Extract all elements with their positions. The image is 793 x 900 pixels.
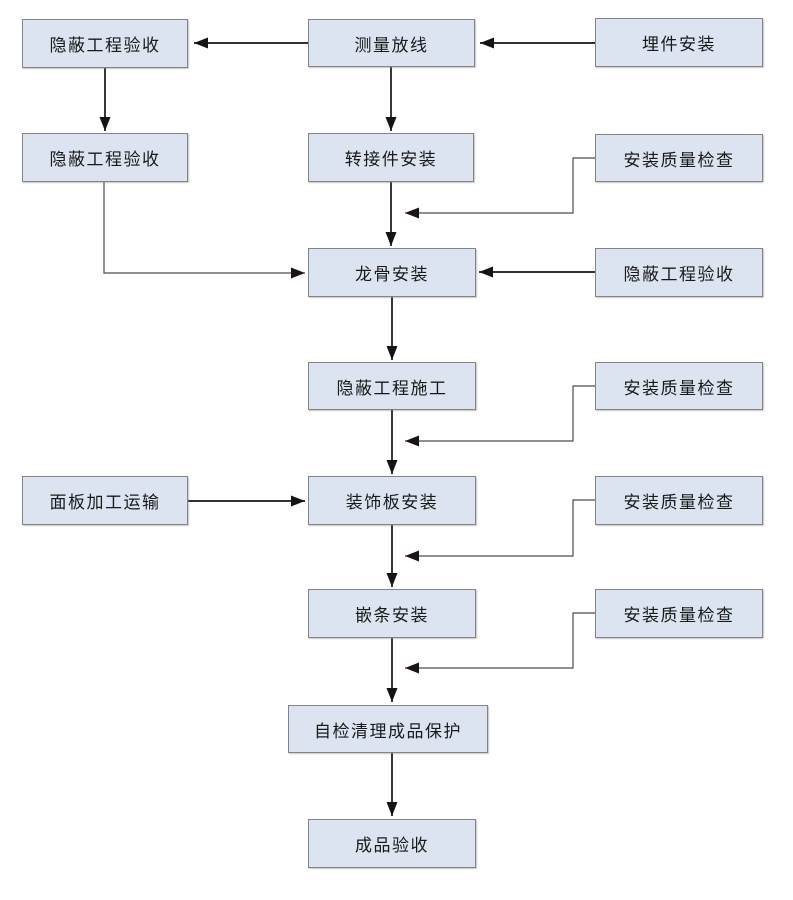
node-embedded-parts-install: 埋件安装 bbox=[595, 18, 763, 67]
node-install-quality-check-3: 安装质量检查 bbox=[595, 476, 763, 525]
node-hidden-works-acceptance-2: 隐蔽工程验收 bbox=[22, 133, 188, 182]
node-measurement-line-layout: 测量放线 bbox=[308, 19, 475, 67]
node-hidden-works-acceptance-3: 隐蔽工程验收 bbox=[595, 248, 763, 297]
node-keel-install: 龙骨安装 bbox=[308, 248, 476, 297]
node-finished-product-acceptance: 成品验收 bbox=[308, 819, 476, 868]
node-install-quality-check-1: 安装质量检查 bbox=[595, 134, 763, 182]
edge-quality-check-2-elbow bbox=[405, 385, 595, 447]
node-adapter-install: 转接件安装 bbox=[308, 133, 474, 182]
node-install-quality-check-2: 安装质量检查 bbox=[595, 362, 763, 410]
node-decorative-board-install: 装饰板安装 bbox=[308, 476, 476, 525]
node-insert-strip-install: 嵌条安装 bbox=[308, 589, 476, 638]
node-panel-processing-transport: 面板加工运输 bbox=[22, 476, 188, 525]
node-self-check-cleanup-protection: 自检清理成品保护 bbox=[288, 705, 488, 753]
node-hidden-works-construction: 隐蔽工程施工 bbox=[308, 362, 476, 410]
node-hidden-works-acceptance-1: 隐蔽工程验收 bbox=[22, 19, 188, 68]
edge-quality-check-4-elbow bbox=[405, 612, 595, 674]
edge-hidden-acceptance-left-to-keel bbox=[103, 182, 305, 279]
edge-quality-check-3-elbow bbox=[405, 499, 595, 562]
node-install-quality-check-4: 安装质量检查 bbox=[595, 589, 763, 638]
edge-quality-check-1-elbow bbox=[405, 157, 595, 219]
